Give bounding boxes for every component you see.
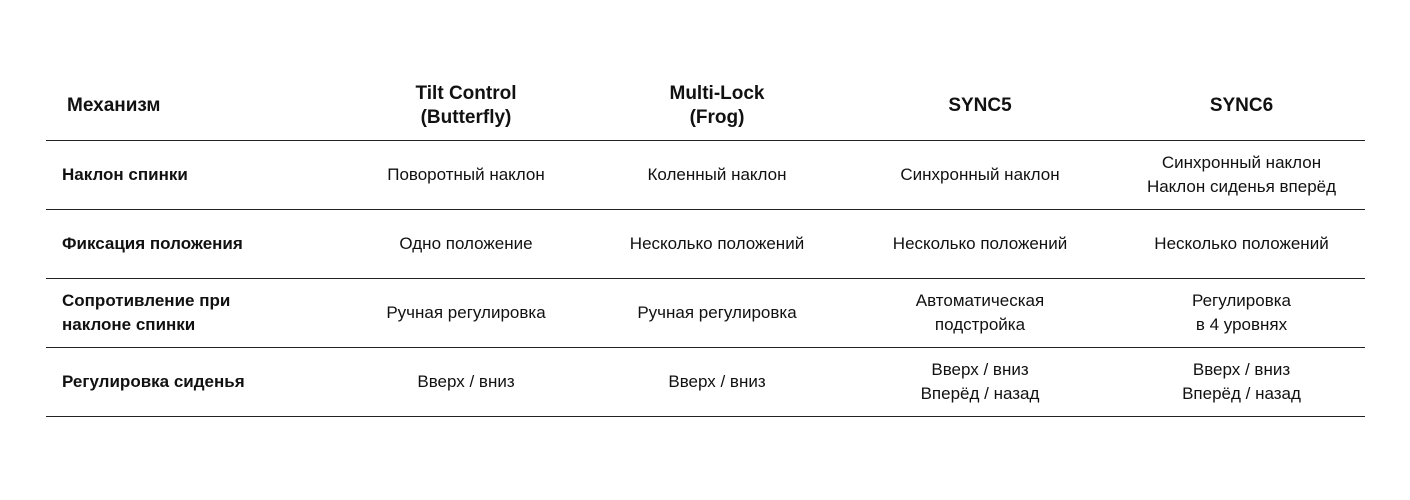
cell-text-line: Вверх / вниз [931, 360, 1029, 379]
table-row: Сопротивление при наклоне спинки Ручная ре… [46, 278, 1365, 348]
column-header: SYNC5 [842, 72, 1118, 141]
table-cell: Ручная регулировка [340, 278, 592, 348]
table-cell: Регулировка в 4 уровнях [1118, 278, 1365, 348]
column-header: Multi-Lock (Frog) [592, 72, 842, 141]
cell-text-line: Механизм [67, 95, 161, 116]
table-cell: Вверх / вниз [340, 347, 592, 417]
cell-text-line: Ручная регулировка [637, 303, 797, 322]
cell-text-line: Вверх / вниз [417, 372, 515, 391]
cell-text-line: подстройка [934, 315, 1026, 334]
cell-text-line: Несколько положений [629, 234, 805, 253]
mechanism-comparison-table: Механизм Tilt Control (Butterfly) Multi-Loc… [46, 72, 1365, 417]
cell-text-line: (Butterfly) [420, 107, 512, 128]
column-header: Tilt Control (Butterfly) [340, 72, 592, 141]
cell-text-line: Синхронный наклон [1161, 153, 1322, 172]
cell-text-line: Multi-Lock [669, 83, 765, 104]
cell-text-line: Сопротивление при [62, 291, 231, 310]
table-cell: Автоматическая подстройка [842, 278, 1118, 348]
cell-text-line: Наклон сиденья вперёд [1146, 177, 1337, 196]
table-cell: Поворотный наклон [340, 140, 592, 210]
table-cell: Несколько положений [842, 209, 1118, 279]
cell-text-line: Фиксация положения [62, 234, 243, 253]
cell-text-line: Синхронный наклон [900, 165, 1060, 184]
cell-text-line: (Frog) [689, 107, 745, 128]
cell-text-line: Вперёд / назад [920, 384, 1040, 403]
cell-text-line: Поворотный наклон [387, 165, 545, 184]
column-header-mechanism: Механизм [46, 72, 340, 141]
table-cell: Ручная регулировка [592, 278, 842, 348]
table-cell: Несколько положений [592, 209, 842, 279]
cell-text-line: Несколько положений [1154, 234, 1329, 253]
table-cell: Вверх / вниз [592, 347, 842, 417]
row-label: Сопротивление при наклоне спинки [46, 278, 340, 348]
cell-text-line: Автоматическая [915, 291, 1045, 310]
cell-text-line: Ручная регулировка [386, 303, 546, 322]
cell-text-line: Регулировка [1192, 291, 1291, 310]
row-label: Наклон спинки [46, 140, 340, 210]
cell-text-line: в 4 уровнях [1195, 315, 1288, 334]
column-header: SYNC6 [1118, 72, 1365, 141]
cell-text-line: Вверх / вниз [668, 372, 766, 391]
table-row: Фиксация положения Одно положение Нескольк… [46, 209, 1365, 279]
cell-text-line: Tilt Control [415, 83, 517, 104]
cell-text-line: SYNC6 [1209, 95, 1274, 116]
cell-text-line: наклоне спинки [62, 315, 196, 334]
table-cell: Одно положение [340, 209, 592, 279]
cell-text-line: Одно положение [399, 234, 533, 253]
cell-text-line: Регулировка сиденья [62, 372, 245, 391]
cell-text-line: Вверх / вниз [1192, 360, 1291, 379]
row-label: Фиксация положения [46, 209, 340, 279]
cell-text-line: Несколько положений [892, 234, 1068, 253]
header-row: Механизм Tilt Control (Butterfly) Multi-Loc… [46, 72, 1365, 141]
cell-text-line: Наклон спинки [62, 165, 188, 184]
table-cell: Коленный наклон [592, 140, 842, 210]
table-cell: Несколько положений [1118, 209, 1365, 279]
table-cell: Синхронный наклон [842, 140, 1118, 210]
cell-text-line: Коленный наклон [647, 165, 787, 184]
cell-text-line: SYNC5 [948, 95, 1012, 116]
table-row: Наклон спинки Поворотный наклон Коленный н… [46, 140, 1365, 210]
row-label: Регулировка сиденья [46, 347, 340, 417]
cell-text-line: Вперёд / назад [1182, 384, 1301, 403]
